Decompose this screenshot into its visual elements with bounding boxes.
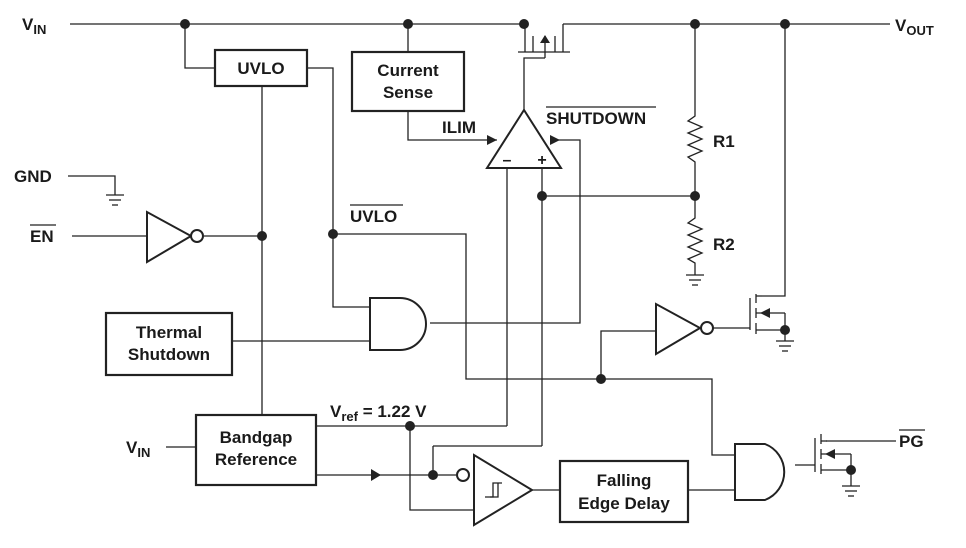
vin-bottom-label: VIN bbox=[126, 438, 150, 460]
delay-label-line2: Edge Delay bbox=[578, 494, 670, 513]
r2-label: R2 bbox=[713, 235, 735, 254]
falling-edge-delay-block: Falling Edge Delay bbox=[558, 459, 690, 524]
current-sense-label-line1: Current bbox=[377, 61, 439, 80]
thermal-shutdown-label-line1: Thermal bbox=[136, 323, 202, 342]
current-sense-block: Current Sense bbox=[350, 50, 466, 113]
pg-inverter bbox=[655, 302, 714, 356]
current-sense-label-line2: Sense bbox=[383, 83, 433, 102]
uvlo-block-label: UVLO bbox=[237, 59, 284, 78]
bandgap-reference-block: Bandgap Reference bbox=[194, 413, 318, 487]
and-gate-pg bbox=[734, 443, 786, 501]
gnd-label: GND bbox=[14, 167, 52, 186]
pg-label: PG bbox=[899, 432, 924, 451]
junction-dots bbox=[180, 19, 856, 480]
bandgap-label-line1: Bandgap bbox=[220, 428, 293, 447]
delay-label-line1: Falling bbox=[597, 471, 652, 490]
amp-minus-sign: – bbox=[503, 152, 512, 169]
wires bbox=[68, 23, 896, 511]
vin-top-label: VIN bbox=[22, 15, 46, 37]
vout-label: VOUT bbox=[895, 16, 934, 38]
hysteresis-comparator bbox=[371, 453, 534, 527]
resistor-r1 bbox=[686, 108, 704, 168]
ground-gnd-pin bbox=[106, 194, 124, 206]
thermal-shutdown-block: Thermal Shutdown bbox=[104, 311, 234, 377]
amp-plus-sign: + bbox=[537, 152, 546, 169]
en-label: EN bbox=[30, 227, 54, 246]
bandgap-label-line2: Reference bbox=[215, 450, 297, 469]
thermal-shutdown-label-line2: Shutdown bbox=[128, 345, 210, 364]
resistor-r2 bbox=[686, 210, 704, 266]
mosfet-pg bbox=[814, 434, 860, 497]
ground-r2 bbox=[686, 274, 704, 286]
uvlo-bar-label: UVLO bbox=[350, 207, 397, 226]
vref-label: Vref = 1.22 V bbox=[330, 402, 427, 424]
and-gate-shutdown bbox=[369, 297, 427, 351]
pass-transistor bbox=[518, 35, 570, 58]
error-amplifier: – + bbox=[485, 108, 563, 169]
r1-label: R1 bbox=[713, 132, 735, 151]
en-inverter bbox=[146, 210, 204, 264]
mosfet-discharge bbox=[749, 294, 794, 352]
ilim-label: ILIM bbox=[442, 118, 476, 137]
uvlo-block: UVLO bbox=[213, 48, 309, 88]
shutdown-bar-label: SHUTDOWN bbox=[546, 109, 646, 128]
